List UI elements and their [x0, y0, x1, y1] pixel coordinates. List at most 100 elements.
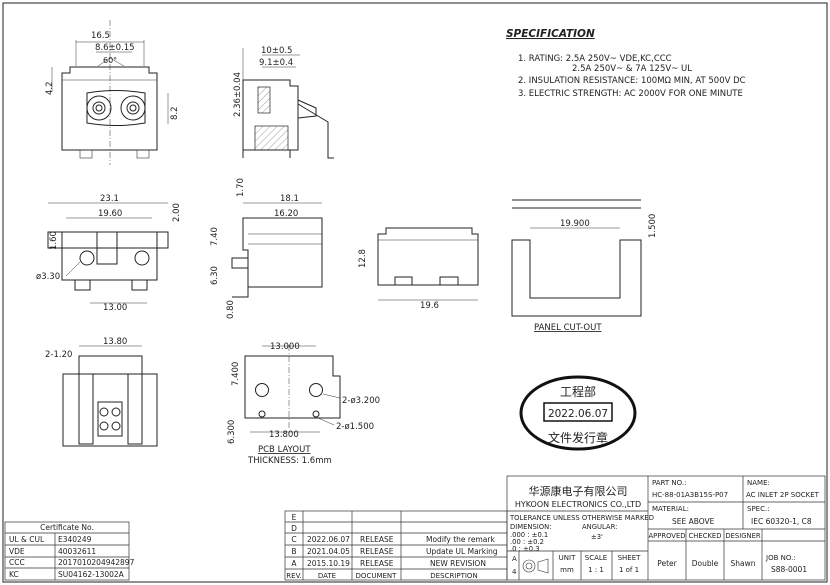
dim-mid-w1: 18.1: [280, 194, 299, 204]
cert-name-vde: VDE: [9, 547, 25, 556]
dim-side-h: 2.36±0.04: [233, 72, 243, 117]
approved-value: Peter: [657, 559, 677, 568]
spec-line-3: 2. INSULATION RESISTANCE: 100MΩ MIN, AT …: [518, 76, 746, 86]
name-value: AC INLET 2P SOCKET: [746, 491, 820, 499]
dim-left-height: 4.2: [45, 81, 55, 95]
stamp-date: 2022.06.07: [548, 408, 608, 420]
company-name-cn: 华源康电子有限公司: [529, 484, 628, 498]
unit-label: UNIT: [559, 554, 576, 562]
dim-side-w1: 10±0.5: [261, 46, 292, 56]
spec-title: SPECIFICATION: [506, 28, 595, 40]
spec-line-1: 1. RATING: 2.5A 250V~ VDE,KC,CCC: [518, 54, 672, 64]
dimension-label: DIMENSION:: [510, 523, 552, 531]
certificate-table: Certificate No. UL & CUL E340249 VDE 400…: [4, 521, 135, 581]
panel-cutout-label: PANEL CUT-OUT: [534, 323, 602, 333]
stamp-bottom-text: 文件发行章: [548, 430, 608, 445]
side-view-middle: 18.1 16.20 7.40 6.30 0.80: [210, 194, 323, 319]
angular-value: ±3': [591, 533, 603, 541]
rev-c: C: [291, 535, 296, 544]
pcb-thickness-label: THICKNESS: 1.6mm: [247, 456, 332, 466]
dim-hole-d: ø3.30: [36, 272, 60, 282]
scale-label: SCALE: [585, 554, 607, 562]
tolerance-2: .00 : ±0.2: [510, 538, 544, 546]
rev-a-desc: NEW REVISION: [430, 559, 486, 568]
spec-line-2: 2.5A 250V~ & 7A 125V~ UL: [572, 64, 692, 74]
third-angle-projection-icon: [522, 558, 549, 574]
rev-c-doc: RELEASE: [360, 535, 394, 544]
dim-mid-h3: 0.80: [226, 300, 236, 319]
dim-pcb-hole2: 2-ø1.500: [336, 422, 374, 432]
rev-b-desc: Update UL Marking: [426, 547, 498, 556]
bottom-view: 13.80 2-1.20: [45, 337, 158, 447]
dim-front-w2: 19.60: [98, 209, 122, 219]
part-no-label: PART NO.:: [652, 479, 686, 487]
sheet-label: SHEET: [618, 554, 642, 562]
job-no-value: S88-0001: [771, 565, 807, 574]
release-stamp: 工程部 2022.06.07 文件发行章: [519, 375, 637, 451]
dim-mid-h1: 7.40: [210, 227, 220, 246]
dim-angle: 60°: [103, 56, 117, 65]
dim-front-w3: 13.00: [103, 303, 127, 313]
rev-c-date: 2022.06.07: [307, 535, 350, 544]
dim-pcb-h1: 7.400: [231, 362, 241, 386]
rev-header-rev: REV.: [286, 572, 301, 580]
dim-front-h1: 1.60: [49, 231, 59, 250]
dim-side2-w: 19.6: [420, 301, 439, 311]
angular-label: ANGULAR:: [582, 523, 617, 531]
front-view-top-left: 16.5 8.6±0.15 60° 4.2 8.2: [45, 20, 180, 165]
rev-b: B: [291, 547, 296, 556]
dim-mid-h2: 6.30: [210, 266, 220, 285]
revision-table: E D C 2022.06.07 RELEASE Modify the rema…: [284, 510, 508, 581]
stamp-top-text: 工程部: [560, 384, 596, 399]
projection-4: 4: [512, 568, 517, 576]
approved-label: APPROVED: [649, 532, 686, 540]
spec-value: IEC 60320-1, C8: [751, 517, 812, 526]
unit-value: mm: [560, 566, 574, 574]
dim-side-pin: 1.70: [236, 178, 246, 197]
tolerance-1: .000 : ±0.1: [510, 531, 548, 539]
cert-value-ccc: 2017010204942897: [58, 558, 135, 567]
designer-label: DESIGNER: [725, 532, 760, 540]
pcb-layout-label: PCB LAYOUT: [258, 445, 311, 455]
part-no-value: HC-88-01A3B15S-P07: [652, 491, 728, 499]
dim-front-w1: 23.1: [100, 194, 119, 204]
dim-panel-w: 19.900: [560, 219, 590, 229]
rev-b-date: 2021.04.05: [307, 547, 350, 556]
pcb-layout: 13.000 7.400 2-ø3.200 2-ø1.500 6.300 13.…: [227, 342, 380, 466]
dim-side-w2: 9.1±0.4: [259, 58, 293, 68]
dim-right-height: 8.2: [170, 106, 180, 120]
rev-header-doc: DOCUMENT: [356, 572, 398, 580]
company-name-en: HYKOON ELECTRONICS CO.,LTD: [515, 500, 641, 509]
side-view-right: 12.8 19.6: [358, 227, 479, 311]
dim-panel-h: 1.500: [648, 214, 658, 238]
checked-value: Double: [692, 559, 719, 568]
dim-pcb-h2: 6.300: [227, 420, 237, 444]
projection-a: A: [512, 555, 517, 563]
dim-side2-h: 12.8: [358, 249, 368, 268]
dim-front-h2: 2.00: [172, 203, 182, 222]
cert-name-ccc: CCC: [9, 558, 25, 567]
rev-e: E: [292, 513, 297, 522]
rev-d: D: [291, 524, 297, 533]
cert-name-ul: UL & CUL: [9, 535, 45, 544]
dim-bottom-pin: 2-1.20: [45, 350, 72, 360]
panel-cutout: 19.900 1.500 PANEL CUT-OUT: [511, 199, 658, 333]
rev-c-desc: Modify the remark: [426, 535, 495, 544]
sheet-value: 1 of 1: [619, 566, 639, 574]
material-label: MATERIAL:: [652, 505, 689, 513]
side-view-hatched: 10±0.5 9.1±0.4 2.36±0.04 1.70: [233, 46, 334, 197]
name-label: NAME:: [747, 479, 770, 487]
rev-a-doc: RELEASE: [360, 559, 394, 568]
dim-pcb-w2: 13.800: [269, 430, 299, 440]
cert-value-vde: 40032611: [58, 547, 96, 556]
front-view-middle-left: 23.1 19.60 1.60 2.00 ø3.30 13.00: [36, 194, 182, 313]
cert-header: Certificate No.: [40, 523, 94, 532]
rev-header-date: DATE: [318, 572, 336, 580]
dim-bottom-w: 13.80: [103, 337, 127, 347]
dim-pin-pitch: 8.6±0.15: [95, 43, 135, 53]
rev-header-desc: DESCRIPTION: [430, 572, 477, 580]
title-block: 华源康电子有限公司 HYKOON ELECTRONICS CO.,LTD PAR…: [506, 475, 826, 581]
scale-value: 1 : 1: [588, 566, 604, 574]
